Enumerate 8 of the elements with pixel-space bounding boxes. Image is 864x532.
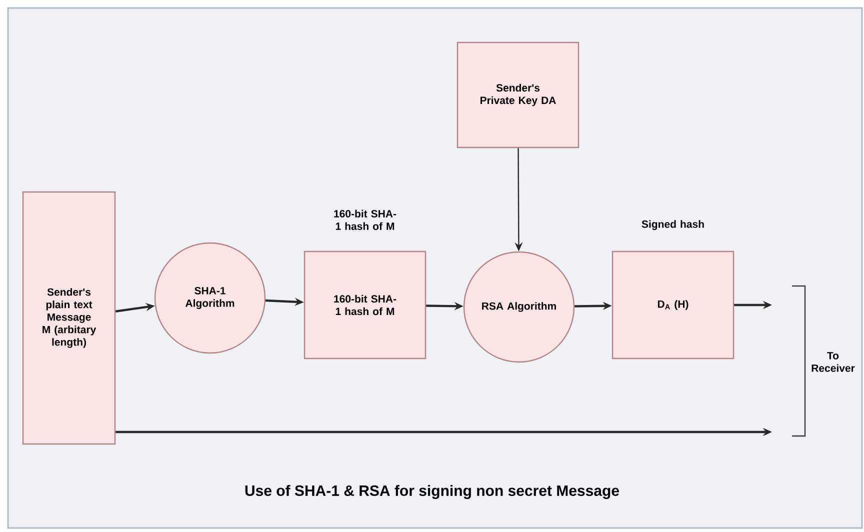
box-caption: Signed hash	[642, 220, 704, 230]
process-box: D$_{A}$ (H)	[612, 250, 734, 360]
process-box: 160-bit SHA-1 hash of M	[304, 250, 426, 360]
process-box: Sender's Private Key DA	[456, 42, 580, 148]
destination-label: To Receiver	[812, 352, 855, 372]
box-caption: 160-bit SHA-1 hash of M	[334, 210, 396, 230]
caption: Use of SHA-1 & RSA for signing non secret Message	[245, 484, 619, 500]
process-box: Sender's plain text Message M (arbitary length)	[22, 191, 116, 445]
